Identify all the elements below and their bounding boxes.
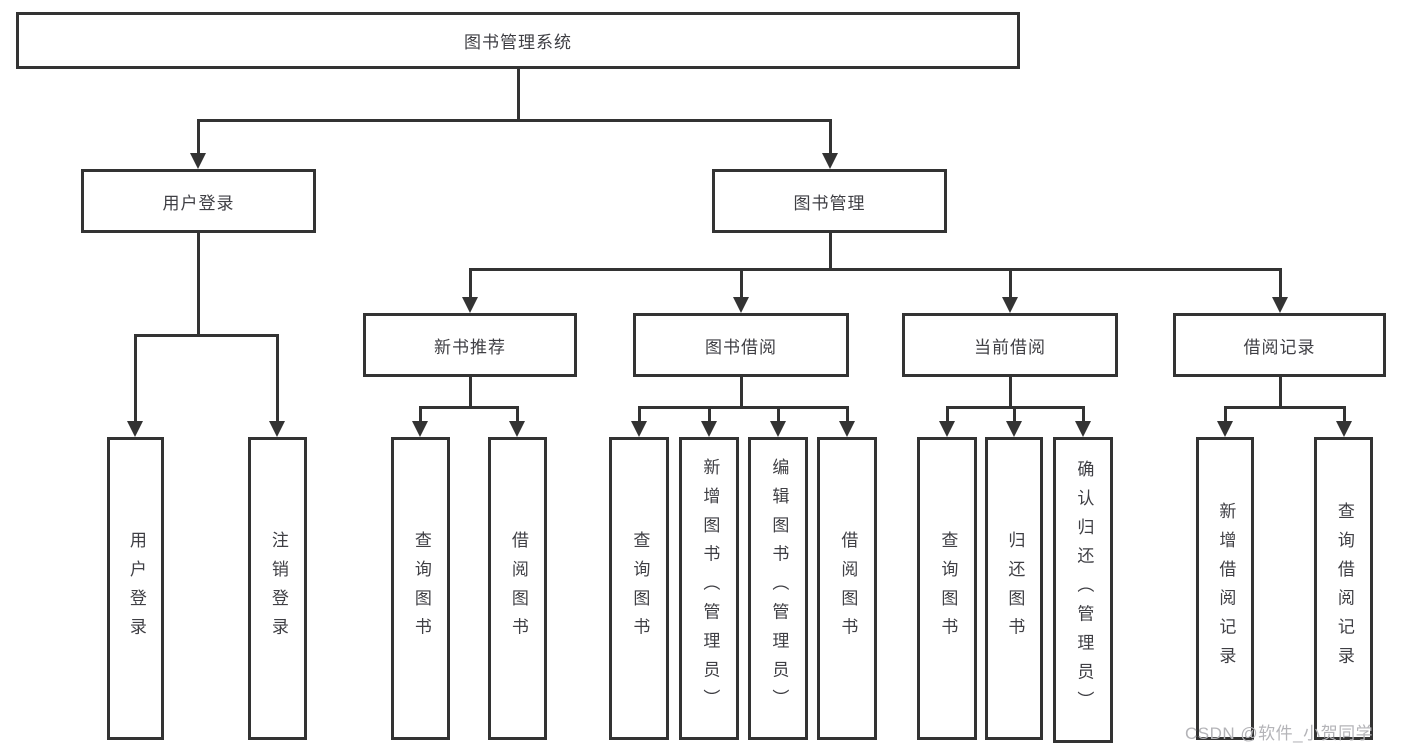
arrow-down-icon bbox=[839, 421, 855, 437]
arrow-down-icon bbox=[1336, 421, 1352, 437]
arrow-down-icon bbox=[462, 297, 478, 313]
arrow-down-icon bbox=[127, 421, 143, 437]
arrow-down-icon bbox=[770, 421, 786, 437]
arrow-down-icon bbox=[1217, 421, 1233, 437]
leaf-edit-book-admin: 编辑图书（管理员） bbox=[748, 437, 808, 740]
connector-line bbox=[1224, 406, 1345, 409]
connector-line bbox=[829, 119, 832, 155]
arrow-down-icon bbox=[822, 153, 838, 169]
connector-line bbox=[1082, 406, 1085, 422]
connector-line bbox=[197, 233, 200, 336]
node-new-book-recommend-label: 新书推荐 bbox=[434, 337, 506, 357]
leaf-return-book: 归还图书 bbox=[985, 437, 1043, 740]
connector-line bbox=[1009, 377, 1012, 409]
leaf-add-book-admin-label: 新增图书（管理员） bbox=[700, 458, 720, 719]
connector-line bbox=[846, 406, 849, 422]
node-current-borrow-label: 当前借阅 bbox=[974, 337, 1046, 357]
connector-line bbox=[469, 268, 1281, 271]
connector-line bbox=[419, 406, 422, 422]
leaf-confirm-return-admin-label: 确认归还（管理员） bbox=[1074, 459, 1094, 721]
connector-line bbox=[1224, 406, 1227, 422]
arrow-down-icon bbox=[631, 421, 647, 437]
arrow-down-icon bbox=[1272, 297, 1288, 313]
connector-line bbox=[1279, 377, 1282, 409]
arrow-down-icon bbox=[190, 153, 206, 169]
connector-line bbox=[740, 268, 743, 299]
connector-line bbox=[638, 406, 641, 422]
connector-line bbox=[638, 406, 848, 409]
connector-line bbox=[469, 268, 472, 299]
arrow-down-icon bbox=[939, 421, 955, 437]
leaf-user-logout: 注销登录 bbox=[248, 437, 307, 740]
arrow-down-icon bbox=[1075, 421, 1091, 437]
arrow-down-icon bbox=[701, 421, 717, 437]
connector-line bbox=[516, 406, 519, 422]
leaf-add-book-admin: 新增图书（管理员） bbox=[679, 437, 739, 740]
leaf-query-borrow-record-label: 查询借阅记录 bbox=[1334, 501, 1354, 676]
leaf-user-logout-label: 注销登录 bbox=[268, 530, 288, 647]
connector-line bbox=[197, 119, 832, 122]
leaf-query-books-recommend: 查询图书 bbox=[391, 437, 450, 740]
connector-line bbox=[517, 69, 520, 120]
node-user-login-module-label: 用户登录 bbox=[162, 193, 235, 213]
node-book-borrow-label: 图书借阅 bbox=[705, 337, 777, 357]
node-current-borrow: 当前借阅 bbox=[902, 313, 1118, 377]
node-book-management-module-label: 图书管理 bbox=[793, 193, 866, 213]
leaf-user-login: 用户登录 bbox=[107, 437, 164, 740]
node-book-borrow: 图书借阅 bbox=[633, 313, 849, 377]
leaf-confirm-return-admin: 确认归还（管理员） bbox=[1053, 437, 1113, 743]
leaf-return-book-label: 归还图书 bbox=[1005, 530, 1025, 647]
leaf-query-books-current-label: 查询图书 bbox=[938, 530, 958, 647]
leaf-query-books-borrow: 查询图书 bbox=[609, 437, 669, 740]
connector-line bbox=[197, 119, 200, 155]
leaf-add-borrow-record: 新增借阅记录 bbox=[1196, 437, 1254, 740]
connector-line bbox=[1013, 406, 1016, 422]
arrow-down-icon bbox=[1002, 297, 1018, 313]
connector-line bbox=[777, 406, 780, 422]
node-user-login-module: 用户登录 bbox=[81, 169, 316, 233]
leaf-add-borrow-record-label: 新增借阅记录 bbox=[1216, 501, 1236, 676]
connector-line bbox=[740, 377, 743, 409]
connector-line bbox=[1009, 268, 1012, 299]
node-borrow-records-label: 借阅记录 bbox=[1243, 337, 1316, 357]
arrow-down-icon bbox=[509, 421, 525, 437]
connector-line bbox=[1343, 406, 1346, 422]
leaf-query-books-recommend-label: 查询图书 bbox=[411, 530, 431, 647]
watermark: CSDN @软件_小贺同学 bbox=[1185, 724, 1374, 743]
connector-line bbox=[708, 406, 711, 422]
leaf-user-login-label: 用户登录 bbox=[126, 530, 146, 647]
connector-line bbox=[134, 334, 137, 422]
arrow-down-icon bbox=[412, 421, 428, 437]
arrow-down-icon bbox=[1006, 421, 1022, 437]
connector-line bbox=[1279, 268, 1282, 299]
arrow-down-icon bbox=[269, 421, 285, 437]
connector-line bbox=[829, 233, 832, 271]
node-new-book-recommend: 新书推荐 bbox=[363, 313, 577, 377]
connector-line bbox=[469, 377, 472, 409]
node-root-label: 图书管理系统 bbox=[464, 33, 572, 52]
connector-line bbox=[276, 334, 279, 422]
node-book-management-module: 图书管理 bbox=[712, 169, 947, 233]
leaf-borrow-book: 借阅图书 bbox=[817, 437, 877, 740]
connector-line bbox=[419, 406, 519, 409]
node-root: 图书管理系统 bbox=[16, 12, 1020, 69]
leaf-borrow-book-label: 借阅图书 bbox=[838, 530, 858, 647]
leaf-borrow-book-recommend: 借阅图书 bbox=[488, 437, 547, 740]
leaf-query-books-current: 查询图书 bbox=[917, 437, 977, 740]
leaf-query-books-borrow-label: 查询图书 bbox=[630, 530, 650, 647]
arrow-down-icon bbox=[733, 297, 749, 313]
connector-line bbox=[946, 406, 949, 422]
leaf-edit-book-admin-label: 编辑图书（管理员） bbox=[769, 458, 789, 719]
connector-line bbox=[134, 334, 279, 337]
leaf-query-borrow-record: 查询借阅记录 bbox=[1314, 437, 1373, 740]
leaf-borrow-book-recommend-label: 借阅图书 bbox=[508, 530, 528, 647]
node-borrow-records: 借阅记录 bbox=[1173, 313, 1386, 377]
